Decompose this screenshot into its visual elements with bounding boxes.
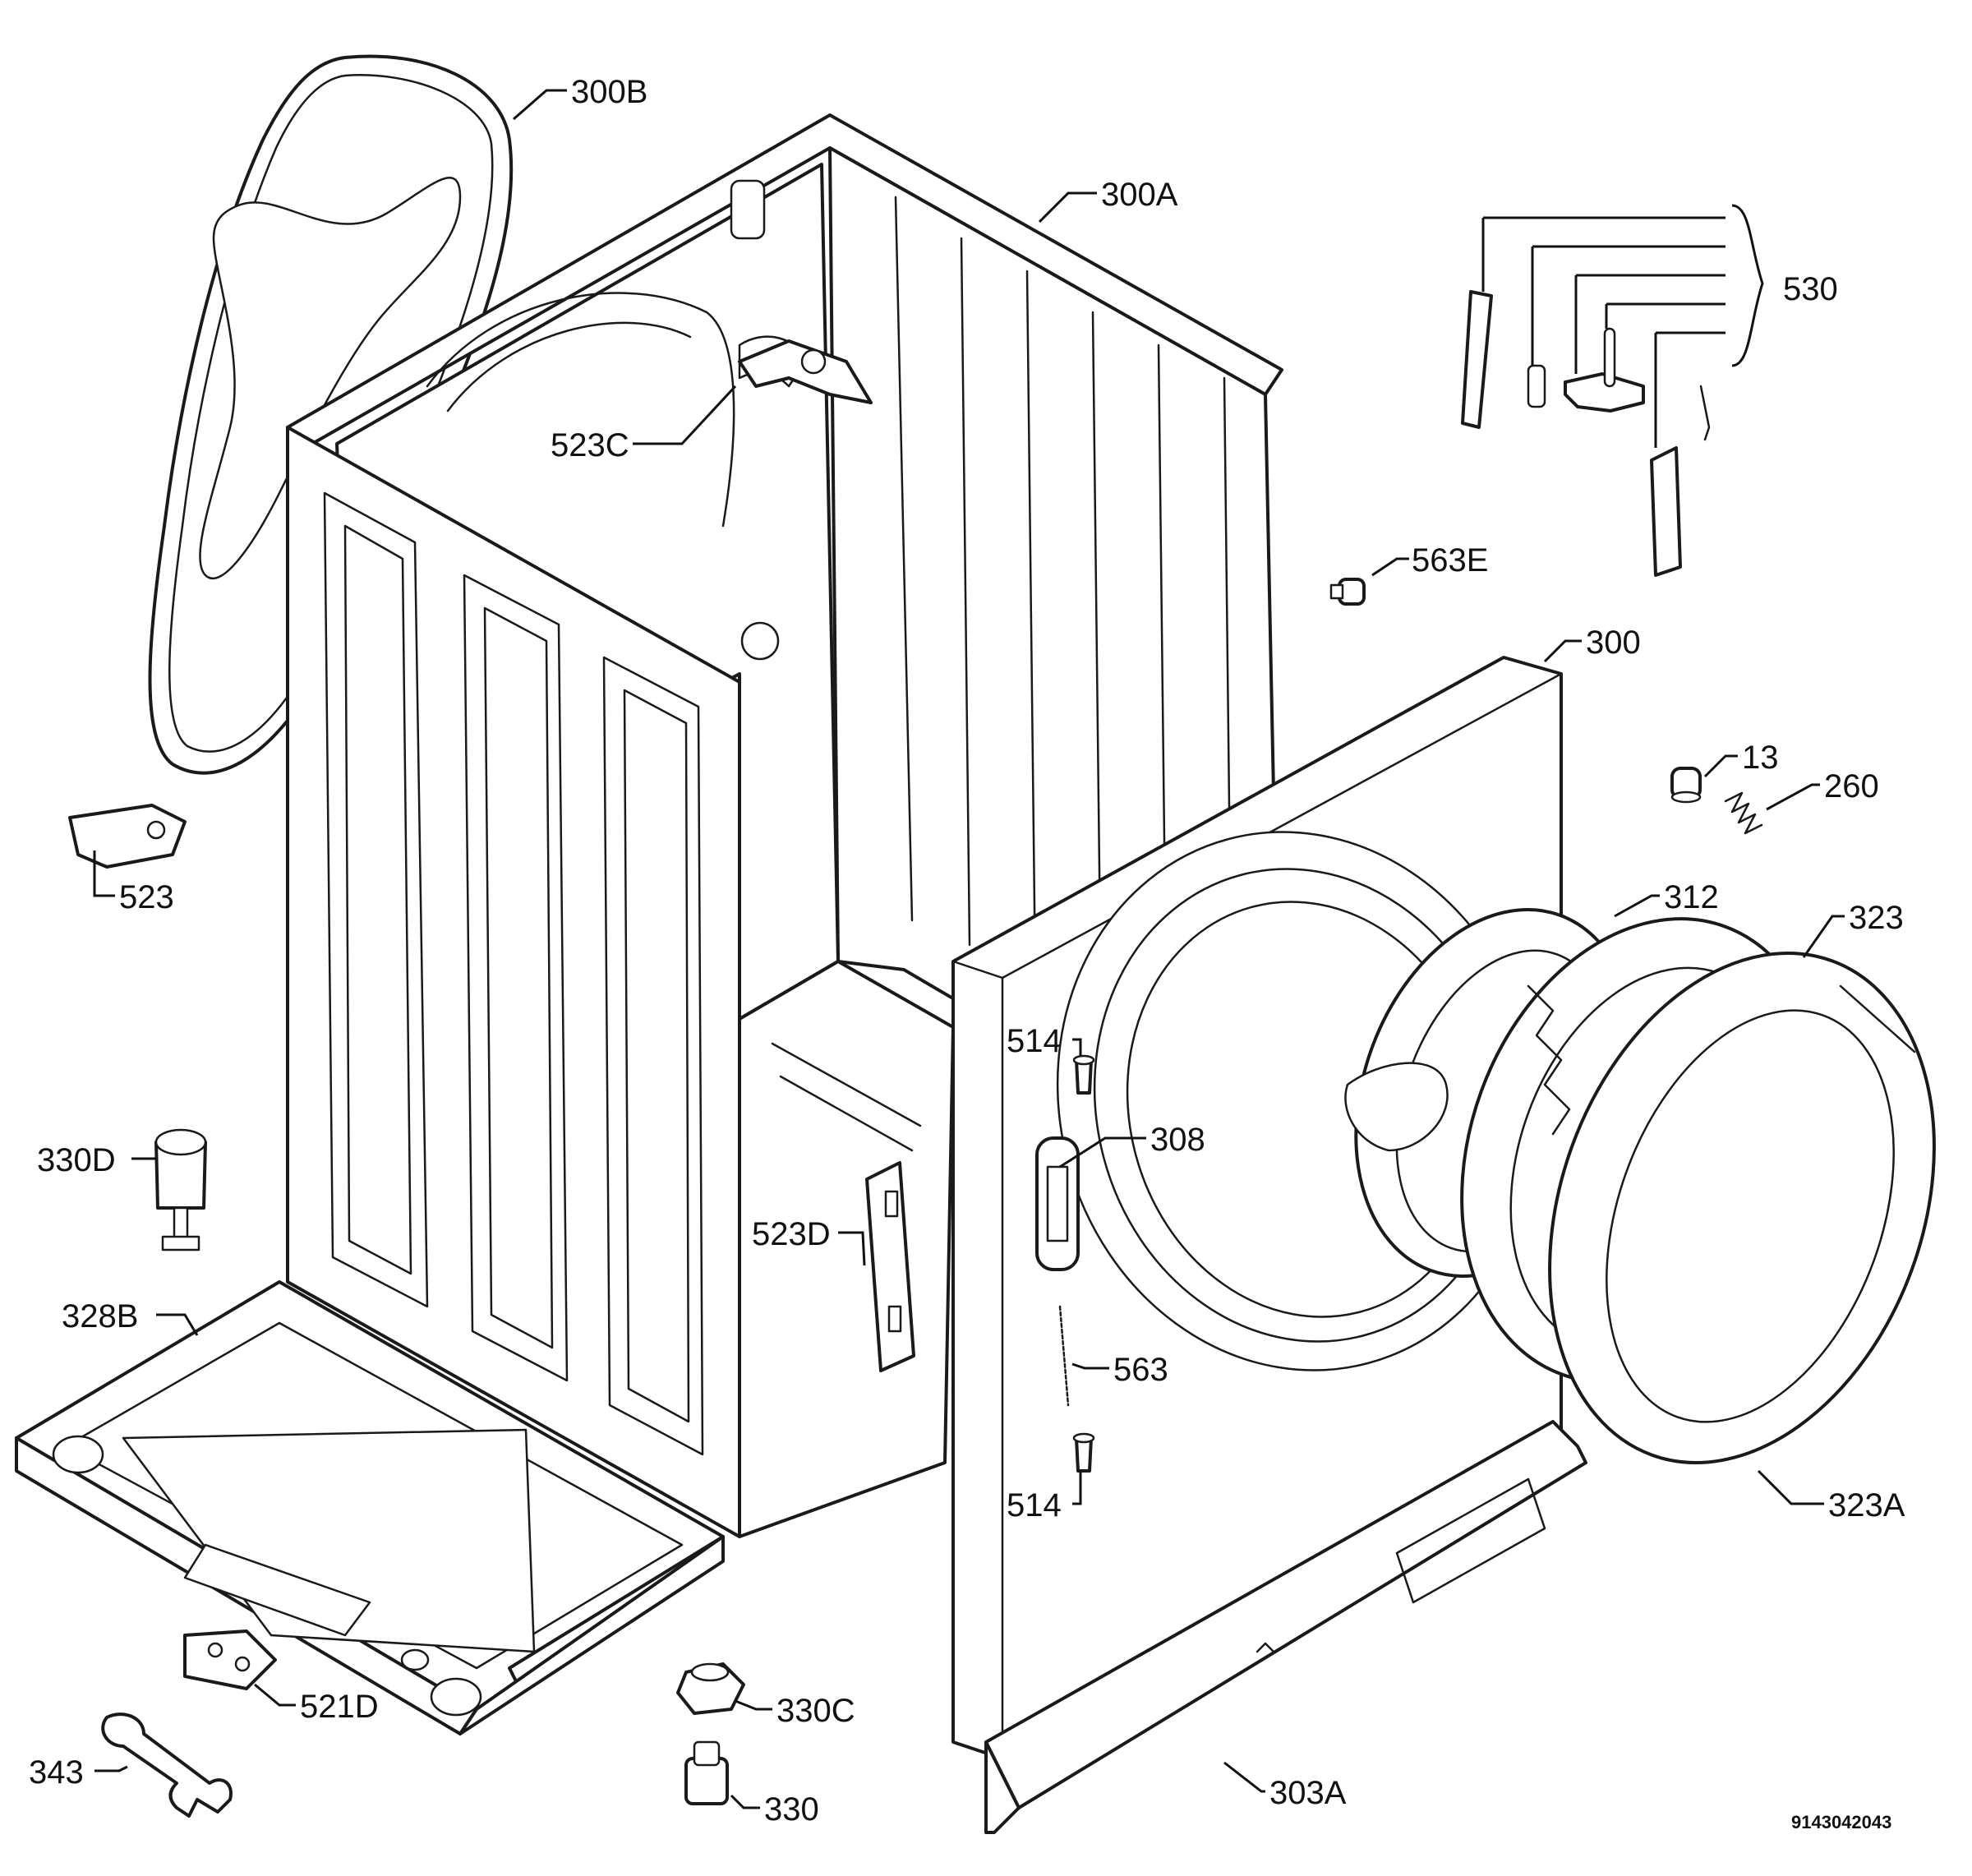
part-13-bushing: [1670, 767, 1702, 804]
label-514-top: 514: [1007, 1023, 1062, 1059]
label-323: 323: [1849, 900, 1904, 936]
label-312: 312: [1664, 879, 1719, 915]
part-343-wrench: [101, 1712, 233, 1818]
label-330: 330: [764, 1791, 819, 1828]
part-523-bracket: [68, 804, 187, 869]
label-530: 530: [1783, 271, 1838, 307]
leader-lines: [93, 89, 1845, 1809]
label-300A: 300A: [1101, 177, 1178, 213]
label-303A: 303A: [1269, 1775, 1347, 1811]
label-323A: 323A: [1828, 1487, 1905, 1523]
part-523C-bracket: [738, 339, 873, 404]
part-330C-nut: [676, 1662, 745, 1715]
label-13: 13: [1742, 740, 1779, 776]
part-330-fitting: [684, 1740, 729, 1805]
part-521D-clip: [183, 1629, 277, 1690]
part-514-pin-bottom: [1072, 1432, 1095, 1473]
label-300B: 300B: [571, 74, 647, 110]
part-labels: 300B 300A 530 523C 563E 300 13 260 523 3…: [29, 74, 1905, 1832]
label-260: 260: [1824, 768, 1879, 804]
part-523D-bracket: [865, 1161, 915, 1372]
label-308: 308: [1150, 1122, 1205, 1158]
label-330D: 330D: [37, 1142, 116, 1178]
label-563: 563: [1113, 1352, 1168, 1388]
label-521D: 521D: [300, 1689, 379, 1725]
label-330C: 330C: [776, 1693, 855, 1729]
part-260-spring: [1724, 791, 1763, 835]
part-563E-knob: [1329, 578, 1366, 606]
part-323A-door-ring: [1548, 952, 1936, 1464]
label-523: 523: [119, 879, 174, 915]
part-308-door-lock: [1035, 1136, 1080, 1271]
part-530-latch-set: [1461, 290, 1711, 577]
label-514-bottom: 514: [1007, 1487, 1062, 1523]
part-330D-foot: [154, 1128, 207, 1251]
part-514-pin-top: [1072, 1054, 1095, 1095]
label-523D: 523D: [752, 1216, 831, 1252]
part-328B-base-frame: [15, 1280, 725, 1735]
label-328B: 328B: [62, 1298, 138, 1334]
part-303A-control-strip: [984, 1420, 1587, 1834]
label-563E: 563E: [1412, 542, 1488, 578]
label-343: 343: [29, 1754, 84, 1791]
drawing-number: 9143042043: [1791, 1812, 1891, 1832]
label-300: 300: [1586, 625, 1641, 661]
label-523C: 523C: [551, 427, 629, 463]
part-563-rod: [1058, 1305, 1070, 1407]
